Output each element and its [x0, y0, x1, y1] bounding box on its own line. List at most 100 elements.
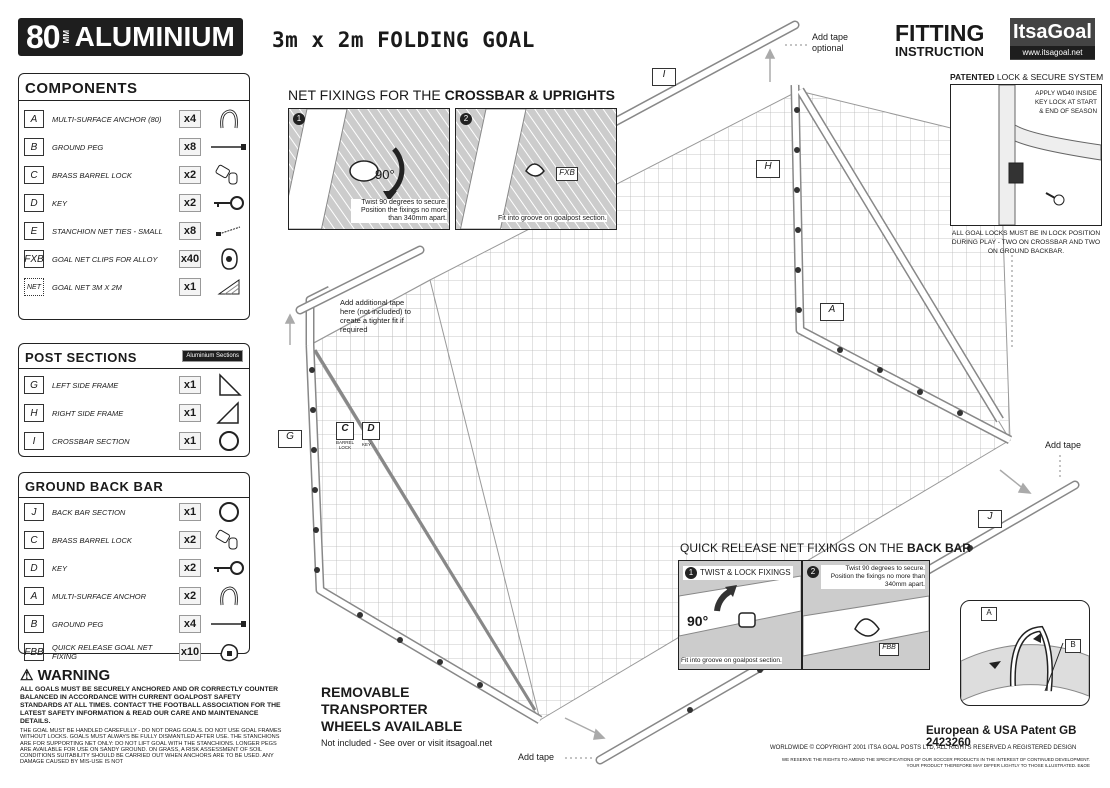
locks-note: ALL GOAL LOCKS MUST BE IN LOCK POSITION … — [951, 230, 1101, 255]
part-code: FXB — [24, 250, 44, 268]
warning-title: WARNING — [37, 667, 111, 684]
ground_back_bar-row: C BRASS BARREL LOCK x2 — [19, 526, 249, 554]
part-label: CROSSBAR SECTION — [52, 436, 130, 446]
step2-number: 2 — [460, 113, 472, 125]
inset-label-a: A — [981, 607, 997, 621]
inset-label-b: B — [1065, 639, 1081, 653]
qr-step2-note: Twist 90 degrees to secure. Position the… — [821, 565, 925, 589]
aluminium-sections-tag: Aluminium Sections — [182, 350, 243, 362]
anchor-inset: A B — [960, 600, 1090, 706]
label-key: D — [362, 422, 380, 440]
removable-wheels: REMOVABLE TRANSPORTER WHEELS AVAILABLE N… — [321, 684, 492, 752]
part-quantity: x10 — [179, 643, 201, 661]
part-code: I — [24, 432, 44, 450]
warning-small-text: THE GOAL MUST BE HANDLED CAREFULLY - DO … — [20, 728, 282, 766]
copyright-text: WORLDWIDE © COPYRIGHT 2001 ITSA GOAL POS… — [770, 745, 1077, 751]
add-tape-right: Add tape — [1045, 440, 1082, 450]
part-code: B — [24, 615, 44, 633]
tie-icon — [209, 220, 249, 242]
part-label: RIGHT SIDE FRAME — [52, 408, 124, 418]
warning-icon: ⚠ — [20, 667, 34, 684]
part-code: J — [24, 503, 44, 521]
label-anchor: A — [820, 303, 844, 321]
step2-code: FXB — [556, 167, 578, 181]
quick-release-title-plain: QUICK RELEASE NET FIXINGS ON THE — [680, 541, 907, 555]
qr-step1-text: TWIST & LOCK FIXINGS — [700, 568, 791, 577]
page-title: 3m x 2m FOLDING GOAL — [272, 28, 535, 52]
key-caption: KEY — [362, 442, 372, 447]
part-label: BRASS BARREL LOCK — [52, 170, 132, 180]
part-quantity: x4 — [179, 615, 201, 633]
part-quantity: x2 — [179, 587, 201, 605]
label-left-frame: G — [278, 430, 302, 448]
step2-note: Fit into groove on goalpost section. — [498, 215, 607, 222]
step1-angle: 90° — [375, 167, 395, 182]
removable-note: Not included - See over or visit itsagoa… — [321, 738, 493, 748]
patented-lock-panel: APPLY WD40 INSIDE KEY LOCK AT START & EN… — [950, 84, 1102, 226]
anchor-icon — [209, 108, 249, 130]
removable-l1: REMOVABLE — [321, 684, 410, 700]
label-barrel-lock: C — [336, 422, 354, 440]
part-label: MULTI-SURFACE ANCHOR — [52, 591, 147, 601]
part-quantity: x2 — [179, 531, 201, 549]
part-label: GROUND PEG — [52, 619, 104, 629]
qr-step2-number: 2 — [807, 566, 819, 578]
part-code: B — [24, 138, 44, 156]
quick-release-title-bold: BACK BAR — [906, 541, 971, 555]
lock-icon — [209, 529, 249, 551]
brand-badge: 80 MM ALUMINIUM — [18, 18, 243, 56]
part-quantity: x40 — [179, 250, 201, 268]
patented-title-plain: LOCK & SECURE SYSTEM — [994, 72, 1104, 82]
ground_back_bar-row: B GROUND PEG x4 — [19, 610, 249, 638]
qr-step2-code: FBB — [879, 643, 899, 656]
fitting-line1: FITTING — [895, 20, 985, 46]
part-label: BRASS BARREL LOCK — [52, 535, 132, 545]
net-icon — [209, 276, 249, 298]
part-label: BACK BAR SECTION — [52, 507, 126, 517]
brand-number: 80 — [26, 18, 61, 55]
part-code: E — [24, 222, 44, 240]
quick-release-step2: 2 Twist 90 degrees to secure. Position t… — [802, 560, 930, 670]
left-frame-icon — [209, 373, 249, 396]
patent-text: European & USA Patent GB 2423260 — [926, 725, 1077, 749]
part-code: H — [24, 404, 44, 422]
part-label: GOAL NET 3m x 2m — [52, 282, 122, 292]
clip-icon — [209, 248, 249, 270]
label-crossbar: I — [652, 68, 676, 86]
lock-icon — [209, 164, 249, 186]
add-tape-bottom: Add tape — [518, 752, 555, 762]
barrel-lock-caption: BARREL LOCK — [335, 440, 354, 450]
step1-number: 1 — [293, 113, 305, 125]
itsagoal-logo: ItsaGoal www.itsagoal.net — [1010, 18, 1095, 60]
key-icon — [209, 192, 249, 214]
label-back-bar: J — [978, 510, 1002, 528]
qr-step1-number: 1 — [685, 567, 697, 579]
part-code: D — [24, 194, 44, 212]
net-fixings-title-bold: CROSSBAR & UPRIGHTS — [444, 87, 615, 103]
fitting-instruction: FITTING INSTRUCTION — [895, 20, 985, 59]
part-quantity: x2 — [179, 559, 201, 577]
part-code: C — [24, 531, 44, 549]
logo-url: www.itsagoal.net — [1010, 46, 1095, 59]
peg-icon — [209, 613, 249, 635]
wd40-note: APPLY WD40 INSIDE KEY LOCK AT START & EN… — [1034, 90, 1097, 115]
part-quantity: x2 — [179, 166, 201, 184]
quick-release-title: QUICK RELEASE NET FIXINGS ON THE BACK BA… — [680, 541, 971, 555]
net-fixings-title-plain: NET FIXINGS FOR THE — [288, 87, 445, 103]
qr-step1-angle: 90° — [687, 613, 709, 629]
peg-icon — [209, 136, 249, 158]
fixing-icon — [209, 641, 249, 663]
tube-icon — [209, 430, 249, 452]
ground-back-bar-title: GROUND BACK BAR — [25, 479, 164, 494]
